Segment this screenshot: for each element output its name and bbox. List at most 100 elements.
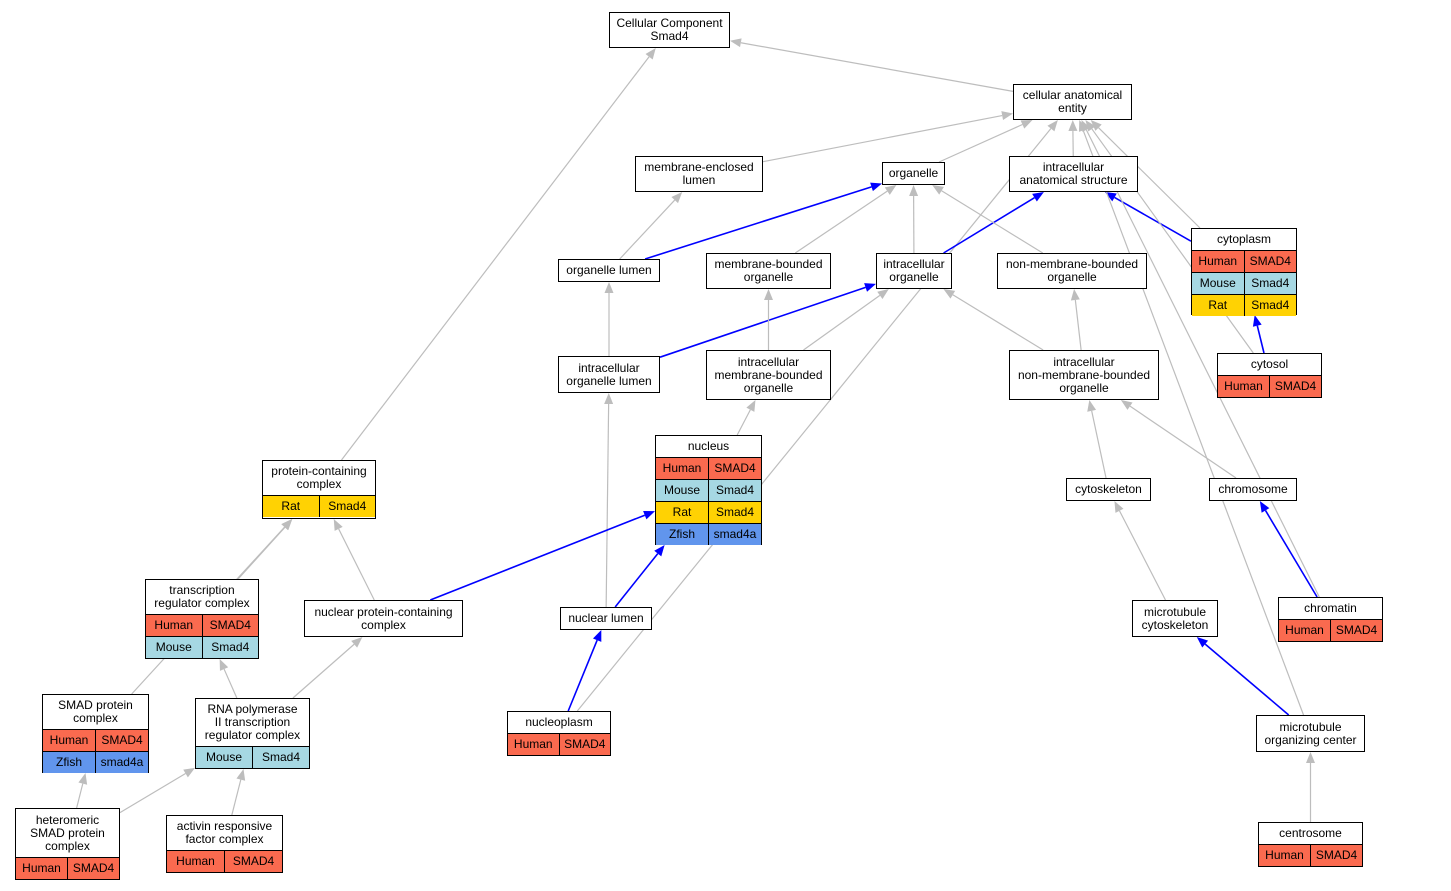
node-microtubule-cytoskeleton[interactable]: microtubule cytoskeleton <box>1132 600 1218 637</box>
species-cell: Mouse <box>1199 276 1236 290</box>
node-non-membrane-bounded-organelle[interactable]: non-membrane-bounded organelle <box>997 253 1147 289</box>
gene-cell: SMAD4 <box>1310 845 1362 866</box>
edge-mbo-to-organelle <box>794 190 888 254</box>
species-cell: Human <box>22 861 61 875</box>
node-label: transcription regulator complex <box>154 583 250 610</box>
edge-arrowhead <box>351 637 363 648</box>
species-cell: Human <box>1285 623 1324 637</box>
gene-cell: SMAD4 <box>1243 251 1297 272</box>
node-membrane-enclosed-lumen[interactable]: membrane-enclosed lumen <box>635 156 763 192</box>
edge-arrowhead <box>1196 637 1209 648</box>
gene-cell: SMAD4 <box>67 858 119 879</box>
node-organelle[interactable]: organelle <box>882 162 945 185</box>
edge-arrowhead <box>281 519 292 531</box>
node-intracellular-membrane-bounded-organelle[interactable]: intracellular membrane-bounded organelle <box>706 350 831 400</box>
node-intracellular-anatomical-structure[interactable]: intracellular anatomical structure <box>1009 156 1138 192</box>
gene-cell: Smad4 <box>318 496 376 517</box>
edge-arrowhead <box>219 659 229 671</box>
edge-arrowhead <box>592 630 602 642</box>
node-nuclear-lumen[interactable]: nuclear lumen <box>560 607 652 630</box>
node-organelle-lumen[interactable]: organelle lumen <box>558 259 660 282</box>
edge-arrowhead <box>1087 400 1097 412</box>
edge-io-to-ias <box>943 197 1035 254</box>
annotation-row: Human SMAD4 <box>1259 844 1362 866</box>
edge-arrowhead <box>1114 501 1124 513</box>
node-label: nucleus <box>687 439 730 453</box>
edge-arrowhead <box>333 519 343 531</box>
edge-mtoc-to-cae <box>1082 130 1305 716</box>
edge-arrowhead <box>932 185 944 195</box>
species-cell: Mouse <box>155 640 192 654</box>
node-intracellular-organelle-lumen[interactable]: intracellular organelle lumen <box>558 356 660 393</box>
edge-npcc-to-pcc <box>338 528 375 601</box>
edge-arrowhead <box>1070 289 1080 301</box>
node-label: intracellular non-membrane-bounded organ… <box>1017 354 1151 395</box>
node-label: cytoplasm <box>1216 232 1272 246</box>
edge-nucleoplasm-to-cae <box>576 128 1052 712</box>
gene-cell: Smad4 <box>201 637 259 658</box>
node-label: chromosome <box>1218 482 1288 496</box>
gene-cell: Smad4 <box>1243 295 1297 316</box>
gene-cell: SMAD4 <box>1269 376 1321 397</box>
gene-cell: SMAD4 <box>201 615 259 636</box>
node-microtubule-organizing-center[interactable]: microtubule organizing center <box>1256 715 1365 752</box>
node-rna-polymerase-ii-transcription-regulator-complex[interactable]: RNA polymerase II transcription regulato… <box>195 698 310 769</box>
edge-arrowhead <box>870 182 882 192</box>
edge-arrowhead <box>864 283 876 292</box>
edge-arrowhead <box>1047 120 1058 132</box>
edge-arrowhead <box>1259 501 1270 513</box>
node-label: intracellular organelle <box>883 257 945 284</box>
node-label: RNA polymerase II transcription regulato… <box>204 702 301 742</box>
edge-arrowhead <box>671 192 683 204</box>
edge-nlumen-to-iol <box>605 403 610 608</box>
node-label: nuclear lumen <box>568 611 644 625</box>
node-intracellular-organelle[interactable]: intracellular organelle <box>876 253 952 289</box>
edge-arrowhead <box>764 289 773 300</box>
node-chromosome[interactable]: chromosome <box>1209 478 1297 501</box>
species-cell: Mouse <box>663 483 701 497</box>
node-label: activin responsive factor complex <box>176 819 273 846</box>
node-cellular-anatomical-entity[interactable]: cellular anatomical entity <box>1013 84 1132 120</box>
edge-nucleoplasm-to-nlumen <box>567 639 598 712</box>
gene-cell: Smad4 <box>252 747 309 768</box>
edge-arrowhead <box>1001 111 1013 120</box>
node-label: Cellular Component Smad4 <box>616 16 723 43</box>
edge-arrowhead <box>1090 120 1102 131</box>
edge-cytoskeleton-to-inmbo <box>1091 410 1107 479</box>
edge-chromatin-to-cae <box>1085 129 1320 598</box>
edge-arrowhead <box>1068 120 1078 132</box>
annotation-row: Mouse Smad4 <box>196 746 309 768</box>
node-label: cytoskeleton <box>1075 482 1142 496</box>
node-cytoskeleton[interactable]: cytoskeleton <box>1066 478 1151 501</box>
edge-arrowhead <box>746 400 756 412</box>
edge-inmbo-to-io <box>952 294 1044 351</box>
node-nuclear-protein-containing-complex[interactable]: nuclear protein-containing complex <box>304 600 463 637</box>
species-cell: Human <box>1265 848 1304 862</box>
species-cell: Human <box>513 737 553 751</box>
gene-cell: SMAD4 <box>708 458 761 479</box>
node-membrane-bounded-organelle[interactable]: membrane-bounded organelle <box>706 253 831 289</box>
edge-arrowhead <box>943 289 956 299</box>
node-intracellular-non-membrane-bounded-organelle[interactable]: intracellular non-membrane-bounded organ… <box>1009 350 1159 400</box>
node-cellular-component-root[interactable]: Cellular Component Smad4 <box>609 12 730 48</box>
edge-nmbo-to-organelle <box>941 190 1044 254</box>
edge-arrowhead <box>78 773 88 785</box>
species-cell: Mouse <box>205 750 243 764</box>
